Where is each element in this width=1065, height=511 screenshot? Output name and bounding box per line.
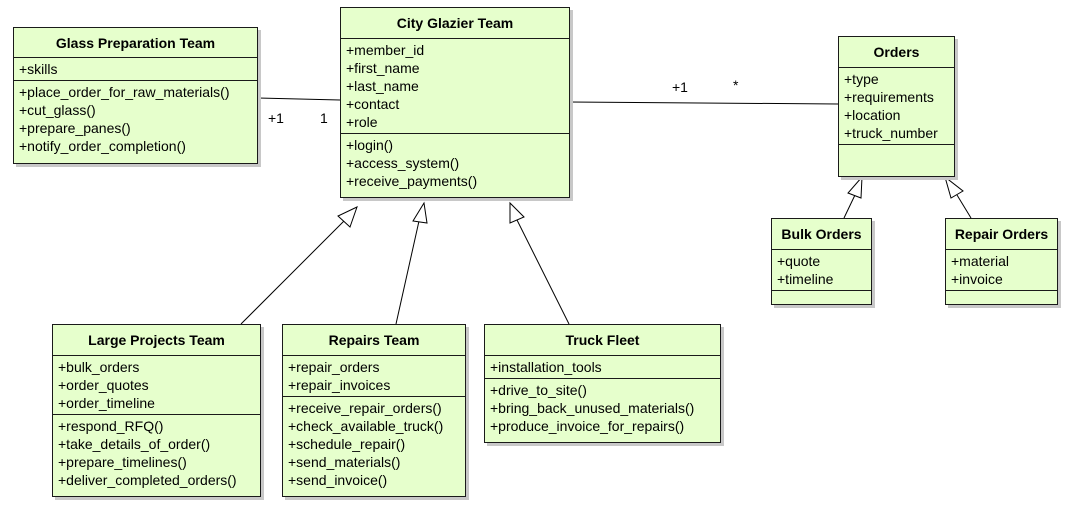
attribute: +last_name	[346, 78, 419, 94]
attributes-section: +material +invoice	[946, 250, 1057, 291]
generalization-repairs-team	[395, 220, 420, 325]
class-bulk-orders[interactable]: Bulk Orders +quote +timeline	[771, 218, 872, 305]
multiplicity-glazier-side: 1	[320, 110, 328, 126]
class-truck-fleet[interactable]: Truck Fleet +installation_tools +drive_t…	[484, 324, 721, 443]
attribute: +requirements	[844, 89, 934, 105]
class-title: Large Projects Team	[53, 325, 260, 356]
association-glazier-orders	[568, 101, 839, 105]
generalization-arrowhead-bulk-orders	[847, 175, 863, 199]
generalization-arrowhead-repair-orders	[944, 175, 964, 199]
method: +bring_back_unused_materials()	[490, 400, 695, 416]
methods-section: +place_order_for_raw_materials() +cut_gl…	[14, 81, 257, 157]
method: +prepare_timelines()	[58, 454, 187, 470]
attribute: +contact	[346, 96, 400, 112]
method: +check_available_truck()	[288, 418, 444, 434]
method: +cut_glass()	[19, 102, 96, 118]
attributes-section: +type +requirements +location +truck_num…	[839, 68, 954, 145]
attributes-section: +skills	[14, 58, 257, 81]
method: +drive_to_site()	[490, 382, 587, 398]
generalization-arrowhead-large-projects	[337, 206, 358, 228]
methods-section: +drive_to_site() +bring_back_unused_mate…	[485, 379, 720, 437]
method: +deliver_completed_orders()	[58, 472, 237, 488]
attribute: +truck_number	[844, 125, 938, 141]
class-large-projects-team[interactable]: Large Projects Team +bulk_orders +order_…	[52, 324, 261, 497]
method: +take_details_of_order()	[58, 436, 211, 452]
generalization-arrowhead-truck-fleet	[509, 201, 525, 224]
class-city-glazier-team[interactable]: City Glazier Team +member_id +first_name…	[340, 7, 570, 198]
methods-section: +respond_RFQ() +take_details_of_order() …	[53, 415, 260, 491]
method: +login()	[346, 137, 394, 153]
attribute: +type	[844, 71, 879, 87]
class-title: Glass Preparation Team	[14, 28, 257, 58]
method: +notify_order_completion()	[19, 138, 186, 154]
class-title: Repair Orders	[946, 219, 1057, 250]
attribute: +location	[844, 107, 901, 123]
methods-section	[839, 145, 954, 173]
class-title: Truck Fleet	[485, 325, 720, 356]
generalization-truck-fleet	[516, 219, 570, 325]
attribute: +quote	[777, 253, 821, 269]
method: +receive_payments()	[346, 173, 478, 189]
methods-section	[946, 291, 1057, 303]
attribute: +repair_orders	[288, 359, 380, 375]
attributes-section: +member_id +first_name +last_name +conta…	[341, 39, 569, 134]
class-title: Repairs Team	[283, 325, 465, 356]
class-title: Orders	[839, 37, 954, 68]
class-title: Bulk Orders	[772, 219, 871, 250]
methods-section: +login() +access_system() +receive_payme…	[341, 134, 569, 192]
class-repairs-team[interactable]: Repairs Team +repair_orders +repair_invo…	[282, 324, 466, 497]
method: +send_invoice()	[288, 472, 388, 488]
attributes-section: +quote +timeline	[772, 250, 871, 291]
method: +prepare_panes()	[19, 120, 131, 136]
attributes-section: +installation_tools	[485, 356, 720, 379]
attribute: +repair_invoices	[288, 377, 391, 393]
association-glass-glazier	[257, 97, 341, 101]
class-glass-preparation-team[interactable]: Glass Preparation Team +skills +place_or…	[13, 27, 258, 164]
attribute: +order_quotes	[58, 377, 149, 393]
attribute: +invoice	[951, 271, 1003, 287]
class-repair-orders[interactable]: Repair Orders +material +invoice	[945, 218, 1058, 305]
attribute: +timeline	[777, 271, 834, 287]
method: +send_materials()	[288, 454, 401, 470]
attribute: +member_id	[346, 42, 425, 58]
method: +produce_invoice_for_repairs()	[490, 418, 685, 434]
method: +respond_RFQ()	[58, 418, 164, 434]
generalization-arrowhead-repairs-team	[412, 201, 428, 224]
generalization-repair-orders	[956, 194, 972, 219]
attribute: +role	[346, 114, 378, 130]
multiplicity-orders-left: +1	[672, 79, 688, 95]
generalization-bulk-orders	[843, 194, 856, 219]
attributes-section: +repair_orders +repair_invoices	[283, 356, 465, 397]
methods-section	[772, 291, 871, 303]
multiplicity-glass-side: +1	[268, 110, 284, 126]
attribute: +bulk_orders	[58, 359, 140, 375]
attribute: +order_timeline	[58, 395, 155, 411]
attribute: +skills	[19, 61, 58, 77]
method: +access_system()	[346, 155, 460, 171]
class-orders[interactable]: Orders +type +requirements +location +tr…	[838, 36, 955, 177]
attribute: +material	[951, 253, 1009, 269]
method: +schedule_repair()	[288, 436, 406, 452]
attributes-section: +bulk_orders +order_quotes +order_timeli…	[53, 356, 260, 415]
attribute: +installation_tools	[490, 359, 602, 375]
class-title: City Glazier Team	[341, 8, 569, 39]
multiplicity-orders-right: *	[733, 77, 739, 93]
method: +receive_repair_orders()	[288, 400, 442, 416]
attribute: +first_name	[346, 60, 420, 76]
method: +place_order_for_raw_materials()	[19, 84, 230, 100]
generalization-large-projects	[240, 217, 348, 325]
methods-section: +receive_repair_orders() +check_availabl…	[283, 397, 465, 491]
